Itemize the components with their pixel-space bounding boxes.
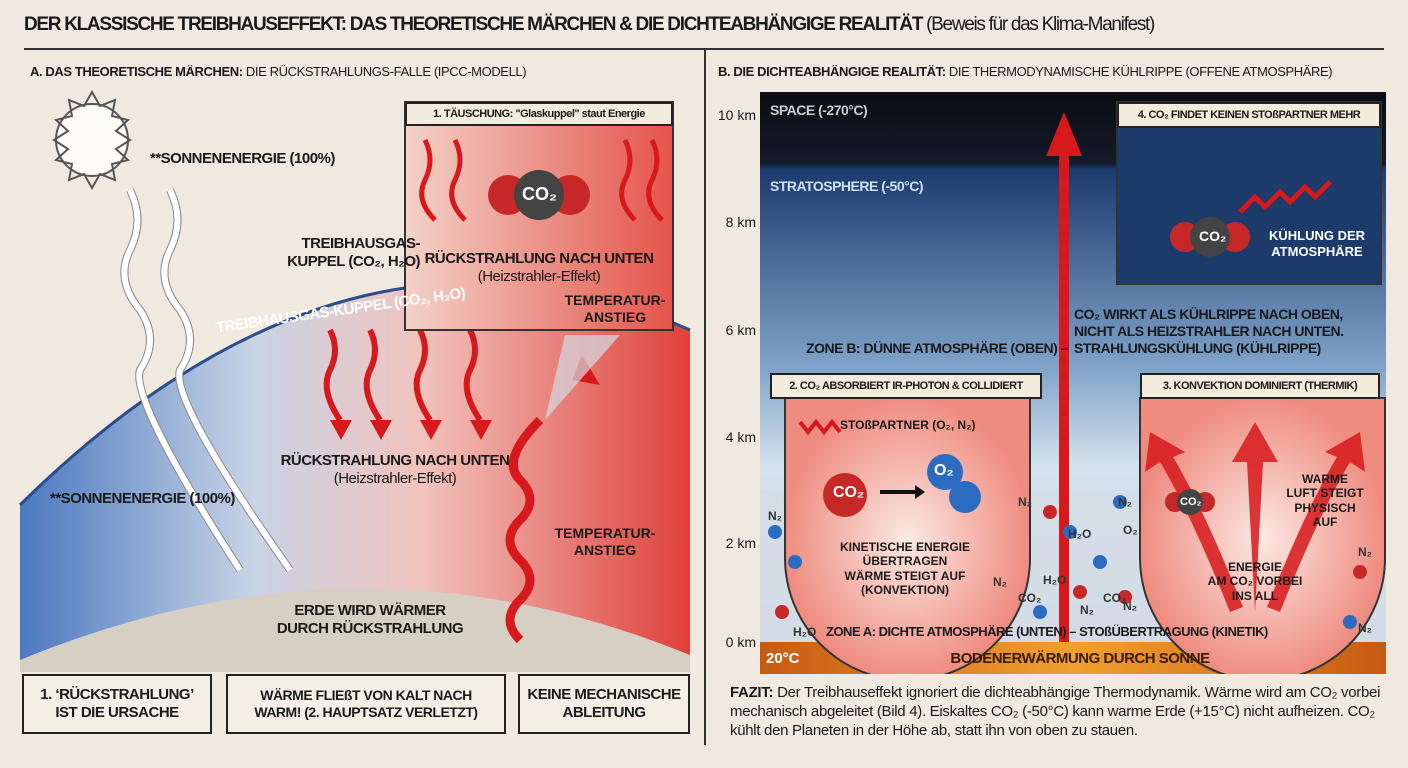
- callout-title: 1. TÄUSCHUNG: "Glaskuppel" staut Energie: [405, 102, 673, 126]
- collision-molecules: [823, 454, 981, 517]
- title-main: DER KLASSISCHE TREIBHAUSEFFEKT: DAS THEO…: [24, 14, 923, 35]
- box-3-bowl: [1139, 397, 1386, 674]
- temperature-rise-label: TEMPERATUR- ANSTIEG: [554, 525, 656, 558]
- cooling-arrow: [1059, 152, 1069, 642]
- dome-label: TREIBHAUSGAS-KUPPEL (CO₂, H₂O): [287, 235, 420, 270]
- title-subtitle: (Beweis für das Klima-Manifest): [926, 14, 1155, 35]
- co2-molecule-icon: [488, 170, 590, 220]
- back-radiation-label: RÜCKSTRAHLUNG NACH UNTEN(Heizstrahler-Ef…: [280, 452, 510, 487]
- box-3-warm-air-text: WARME LUFT STEIGT PHYSISCH AUF: [1286, 472, 1364, 530]
- box-3-title: 3. KONVEKTION DOMINIERT (THERMIK): [1140, 373, 1380, 399]
- y-tick-4km: 4 km: [725, 429, 756, 445]
- box-4-co2-label: CO₂: [1199, 228, 1227, 244]
- callout-back-radiation: RÜCKSTRAHLUNG NACH UNTEN(Heizstrahler-Ef…: [424, 250, 654, 285]
- claim-box-no-mechanical: KEINE MECHANISCHE ABLEITUNG: [518, 674, 690, 734]
- space-label: SPACE (-270°C): [770, 102, 868, 118]
- box-2-title: 2. CO₂ ABSORBIERT IR-PHOTON & COLLIDIERT: [770, 373, 1042, 399]
- section-b-heading: B. DIE DICHTEABHÄNGIGE REALITÄT: DIE THE…: [718, 64, 1333, 79]
- y-tick-10km: 10 km: [717, 107, 756, 123]
- y-tick-8km: 8 km: [725, 214, 756, 230]
- box-4-title: 4. CO₂ FINDET KEINEN STOßPARTNER MEHR: [1117, 102, 1381, 128]
- box-2-partner-label: STOßPARTNER (O₂, N₂): [840, 418, 976, 432]
- box-4: [1116, 101, 1382, 285]
- box-4-cooling-text: KÜHLUNG DER ATMOSPHÄRE: [1268, 228, 1366, 259]
- cooling-statement: CO₂ WIRKT ALS KÜHLRIPPE NACH OBEN,NICHT …: [1074, 306, 1344, 356]
- title-divider: [24, 48, 1384, 50]
- y-tick-6km: 6 km: [725, 322, 756, 338]
- back-radiation-arrows-icon: [323, 328, 544, 644]
- stratosphere-label: STRATOSPHERE (-50°C): [770, 178, 924, 194]
- conclusion-text: FAZIT: Der Treibhauseffekt ignoriert die…: [730, 684, 1381, 739]
- box-3-energy-text: ENERGIE AM CO₂ VORBEI INS ALL: [1207, 560, 1303, 603]
- sun-energy-label-2: **SONNENENERGIE (100%): [50, 490, 235, 507]
- box-3-co2-label: CO₂: [1180, 496, 1202, 508]
- box-2-co2-label: CO₂: [833, 484, 865, 501]
- ground-heating-label: BODENERWÄRMUNG DURCH SONNE: [950, 650, 1210, 667]
- sunlight-waves-icon: [120, 188, 294, 573]
- box-2-bowl: [784, 397, 1031, 674]
- claim-box-second-law: WÄRME FLIEßT VON KALT NACH WARM! (2. HAU…: [226, 674, 506, 734]
- panel-divider: [704, 50, 706, 745]
- atmosphere-profile-illustration: [760, 92, 1386, 674]
- callout-co2-label: CO₂: [522, 184, 557, 204]
- sun-energy-label: **SONNENENERGIE (100%): [150, 150, 335, 167]
- box-2-o2-label: O₂: [934, 462, 954, 479]
- y-tick-2km: 2 km: [725, 535, 756, 551]
- box-2-text: KINETISCHE ENERGIE ÜBERTRAGEN WÄRME STEI…: [839, 540, 971, 598]
- ground-temperature: 20°C: [766, 650, 800, 667]
- y-tick-0km: 0 km: [725, 634, 756, 650]
- callout-temperature-rise: TEMPERATUR- ANSTIEG: [564, 292, 666, 325]
- earth-surface: [20, 588, 690, 672]
- claim-box-back-radiation: 1. ‘RÜCKSTRAHLUNG’ IST DIE URSACHE: [22, 674, 212, 734]
- air-molecules-icon: [768, 495, 1367, 629]
- zone-b-label: ZONE B: DÜNNE ATMOSPHÄRE (OBEN) –: [806, 340, 1068, 356]
- section-a-heading: A. DAS THEORETISCHE MÄRCHEN: DIE RÜCKSTR…: [30, 64, 527, 79]
- sun-icon: [52, 89, 132, 191]
- greenhouse-dome-illustration: [18, 89, 691, 672]
- page-title: DER KLASSISCHE TREIBHAUSEFFEKT: DAS THEO…: [24, 14, 1394, 36]
- zone-a-label: ZONE A: DICHTE ATMOSPHÄRE (UNTEN) – STOß…: [826, 624, 1268, 639]
- temperature-rise-arrow: [505, 416, 544, 644]
